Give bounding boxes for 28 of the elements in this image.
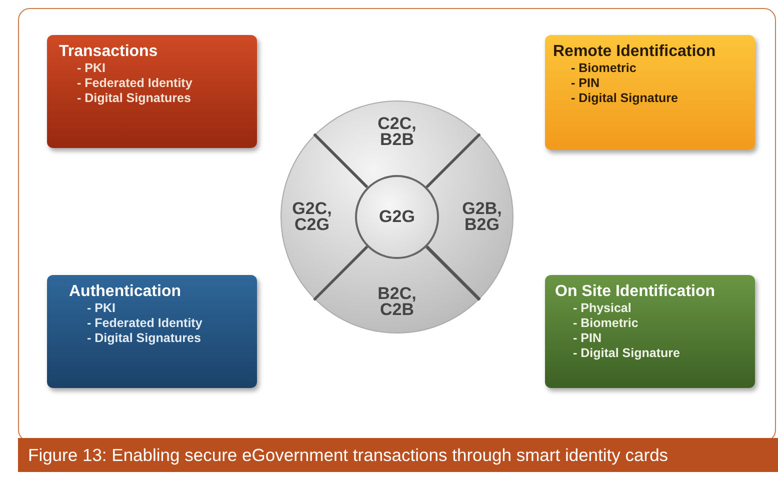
segment-label: G2C, C2G: [291, 200, 333, 233]
figure-caption: Figure 13: Enabling secure eGovernment transactions through smart identity cards: [18, 438, 778, 472]
list-item: - Physical: [572, 301, 632, 316]
list-item: - PKI: [76, 61, 106, 76]
segment-label: B2C, C2B: [376, 286, 418, 318]
card-heading: On Site Identification: [555, 283, 716, 301]
list-item: - Digital Signatures: [86, 331, 201, 346]
list-item: - PIN: [570, 76, 600, 91]
list-item: - Digital Signature: [570, 91, 678, 106]
segment-label: G2G: [379, 209, 415, 225]
list-item: - Digital Signatures: [76, 91, 191, 106]
segmented-disc: [280, 100, 514, 334]
card-heading: Authentication: [69, 283, 181, 301]
list-item: - Biometric: [570, 61, 636, 76]
segment-label: C2C, B2B: [376, 116, 418, 148]
segment-label: G2B, B2G: [461, 200, 503, 233]
card-heading: Remote Identification: [553, 43, 716, 61]
list-item: - Digital Signature: [572, 346, 680, 361]
category-card: [47, 275, 257, 388]
category-card: [47, 35, 257, 148]
category-card: [545, 35, 755, 150]
list-item: - Biometric: [572, 316, 638, 331]
list-item: - PIN: [572, 331, 602, 346]
category-card: [545, 275, 755, 388]
list-item: - Federated Identity: [76, 76, 192, 91]
list-item: - PKI: [86, 301, 116, 316]
list-item: - Federated Identity: [86, 316, 202, 331]
card-heading: Transactions: [59, 43, 158, 61]
